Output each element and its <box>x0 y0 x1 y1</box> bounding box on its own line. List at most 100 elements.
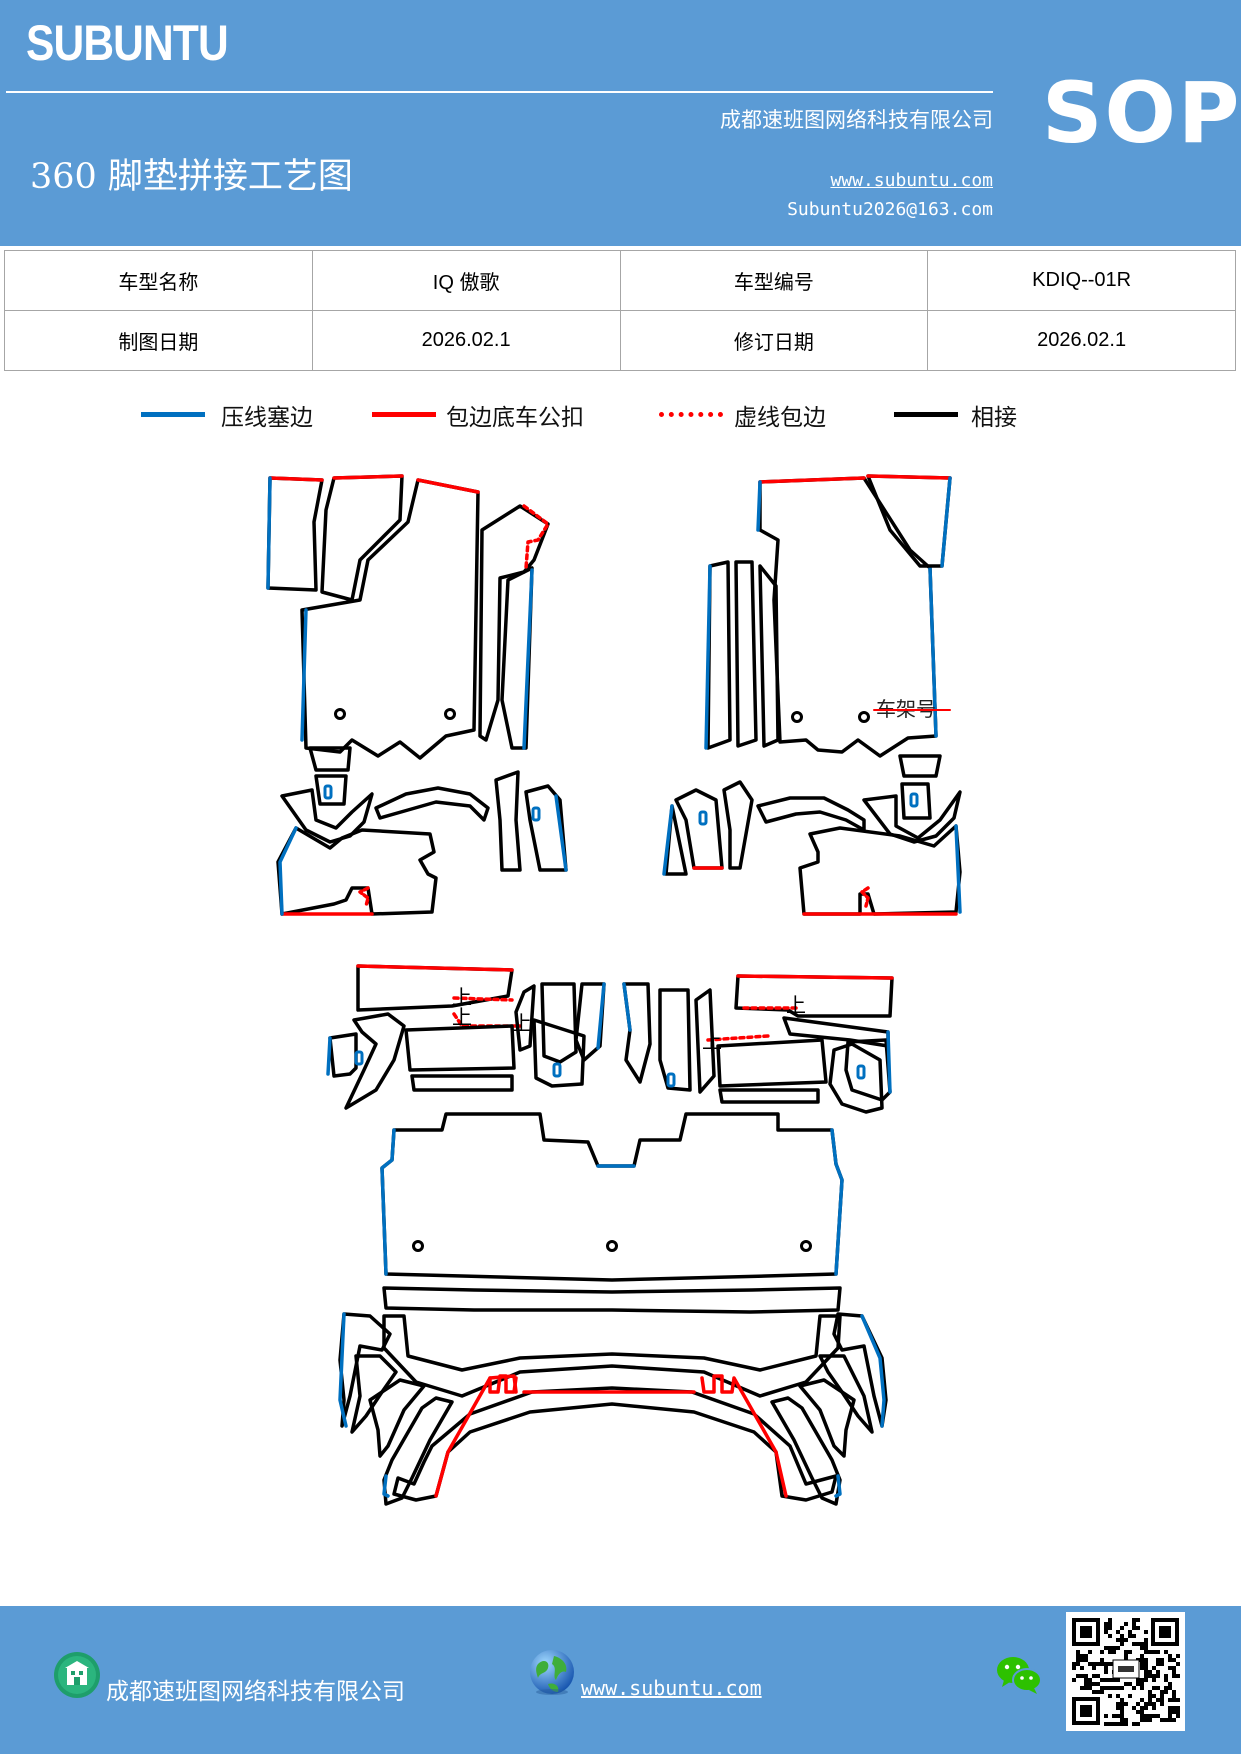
qr-module <box>1120 1710 1124 1714</box>
qr-module <box>1128 1634 1132 1638</box>
qr-module <box>1104 1722 1108 1726</box>
qr-code <box>1066 1612 1185 1731</box>
qr-module <box>1116 1722 1120 1726</box>
qr-module <box>1156 1650 1160 1654</box>
qr-module <box>1088 1678 1092 1682</box>
qr-module <box>1092 1682 1096 1686</box>
qr-module <box>1096 1682 1100 1686</box>
qr-module <box>1108 1722 1112 1726</box>
qr-module <box>1136 1722 1140 1726</box>
qr-module <box>1140 1642 1144 1646</box>
qr-module <box>1108 1622 1112 1626</box>
qr-module <box>1140 1714 1144 1718</box>
qr-module <box>1172 1674 1176 1678</box>
rear-mat-group <box>380 1112 844 1314</box>
qr-module <box>1144 1630 1148 1634</box>
qr-module <box>1160 1718 1164 1722</box>
website-link[interactable]: www.subuntu.com <box>830 170 993 191</box>
qr-module <box>1072 1666 1076 1670</box>
qr-module <box>1140 1682 1144 1686</box>
qr-module <box>1136 1702 1140 1706</box>
drawing-date-label: 制图日期 <box>4 310 313 371</box>
qr-module <box>1088 1686 1092 1690</box>
document-title: 360 脚垫拼接工艺图 <box>30 157 353 197</box>
qr-module <box>1140 1686 1144 1690</box>
qr-module <box>1084 1674 1088 1678</box>
qr-module <box>1104 1662 1108 1666</box>
qr-module <box>1176 1674 1180 1678</box>
qr-module <box>1144 1646 1148 1650</box>
qr-module <box>1116 1702 1120 1706</box>
qr-module <box>1120 1634 1124 1638</box>
qr-module <box>1144 1714 1148 1718</box>
brand-logo: SUBUNTU <box>26 15 229 71</box>
qr-module <box>1168 1686 1172 1690</box>
qr-module <box>1120 1626 1124 1630</box>
qr-module <box>1112 1646 1116 1650</box>
qr-module <box>1124 1622 1128 1626</box>
revision-date-value: 2026.02.1 <box>927 310 1236 371</box>
footer-website-link[interactable]: www.subuntu.com <box>581 1676 762 1700</box>
qr-module <box>1096 1674 1100 1678</box>
qr-module <box>1120 1642 1124 1646</box>
second-row-right-group: 上 上 <box>622 974 894 1114</box>
qr-module <box>1080 1666 1084 1670</box>
qr-module <box>1160 1702 1164 1706</box>
qr-module <box>1092 1690 1096 1694</box>
qr-module <box>1172 1670 1176 1674</box>
table-row: 车型名称 IQ 傲歌 车型编号 KDIQ--01R <box>4 250 1236 311</box>
legend-swatch-black <box>894 412 958 417</box>
qr-module <box>1112 1678 1116 1682</box>
qr-module <box>1144 1642 1148 1646</box>
qr-module <box>1104 1626 1108 1630</box>
qr-module <box>1172 1658 1176 1662</box>
qr-module <box>1160 1658 1164 1662</box>
qr-module <box>1156 1674 1160 1678</box>
legend: 压线塞边 包边底车公扣 虚线包边 相接 <box>0 397 1241 437</box>
qr-module <box>1168 1710 1172 1714</box>
qr-module <box>1076 1654 1080 1658</box>
qr-module <box>1116 1630 1120 1634</box>
qr-module <box>1152 1702 1156 1706</box>
qr-module <box>1108 1650 1112 1654</box>
qr-module <box>1164 1718 1168 1722</box>
building-icon <box>54 1652 100 1698</box>
qr-module <box>1164 1678 1168 1682</box>
table-row: 制图日期 2026.02.1 修订日期 2026.02.1 <box>4 310 1236 371</box>
qr-module <box>1144 1650 1148 1654</box>
globe-icon <box>530 1650 574 1695</box>
qr-module <box>1104 1714 1108 1718</box>
qr-module <box>1140 1678 1144 1682</box>
qr-module <box>1156 1670 1160 1674</box>
qr-module <box>1172 1690 1176 1694</box>
qr-module <box>1088 1650 1092 1654</box>
qr-module <box>1140 1718 1144 1722</box>
wechat-icon <box>997 1657 1042 1694</box>
qr-module <box>1144 1662 1148 1666</box>
qr-module <box>1176 1698 1180 1702</box>
qr-module <box>1084 1654 1088 1658</box>
qr-module <box>1084 1658 1088 1662</box>
qr-module <box>1140 1658 1144 1662</box>
qr-module <box>1124 1638 1128 1642</box>
qr-module <box>1140 1662 1144 1666</box>
qr-module <box>1112 1722 1116 1726</box>
qr-module <box>1172 1698 1176 1702</box>
qr-module <box>1164 1674 1168 1678</box>
qr-module <box>1080 1674 1084 1678</box>
qr-module <box>1136 1710 1140 1714</box>
qr-module <box>1156 1714 1160 1718</box>
qr-module <box>1140 1706 1144 1710</box>
qr-module <box>1164 1650 1168 1654</box>
qr-module <box>1148 1714 1152 1718</box>
qr-module <box>1088 1682 1092 1686</box>
qr-module <box>1116 1706 1120 1710</box>
qr-module <box>1076 1662 1080 1666</box>
page-footer: 成都速班图网络科技有限公司 www.subuntu.com <box>0 1606 1241 1754</box>
qr-module <box>1100 1678 1104 1682</box>
qr-module <box>1148 1718 1152 1722</box>
qr-module <box>1148 1650 1152 1654</box>
qr-module <box>1132 1722 1136 1726</box>
qr-module <box>1140 1654 1144 1658</box>
qr-module <box>1152 1694 1156 1698</box>
